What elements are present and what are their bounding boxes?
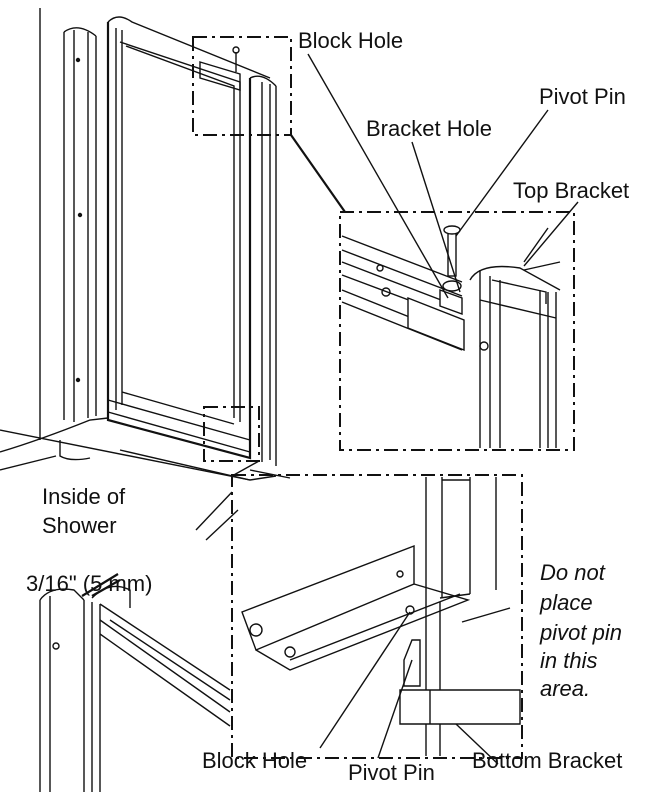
- inside-of-shower-label-1: Inside of: [42, 484, 126, 509]
- inside-of-shower-label-2: Shower: [42, 513, 117, 538]
- bracket-hole-label: Bracket Hole: [366, 116, 492, 141]
- pivot-pin-top-label: Pivot Pin: [539, 84, 626, 109]
- block-hole-top-label: Block Hole: [298, 28, 403, 53]
- block-hole-bottom-label: Block Hole: [202, 748, 307, 773]
- bottom-bracket-label: Bottom Bracket: [472, 748, 622, 773]
- top-bracket-label: Top Bracket: [513, 178, 629, 203]
- gap-measurement-label: 3/16" (5 mm): [26, 571, 152, 596]
- note-line-3: pivot pin: [539, 620, 622, 645]
- note-line-1: Do not: [540, 560, 606, 585]
- note-line-2: place: [539, 590, 593, 615]
- pivot-pin-bottom-label: Pivot Pin: [348, 760, 435, 785]
- top-bracket-detail: [339, 211, 575, 451]
- bottom-bracket-detail: [231, 474, 523, 759]
- leader-lines: [307, 53, 579, 765]
- note-line-5: area.: [540, 676, 590, 701]
- gap-inset: [39, 573, 231, 792]
- main-door-illustration: [0, 8, 346, 541]
- note-line-4: in this: [540, 648, 597, 673]
